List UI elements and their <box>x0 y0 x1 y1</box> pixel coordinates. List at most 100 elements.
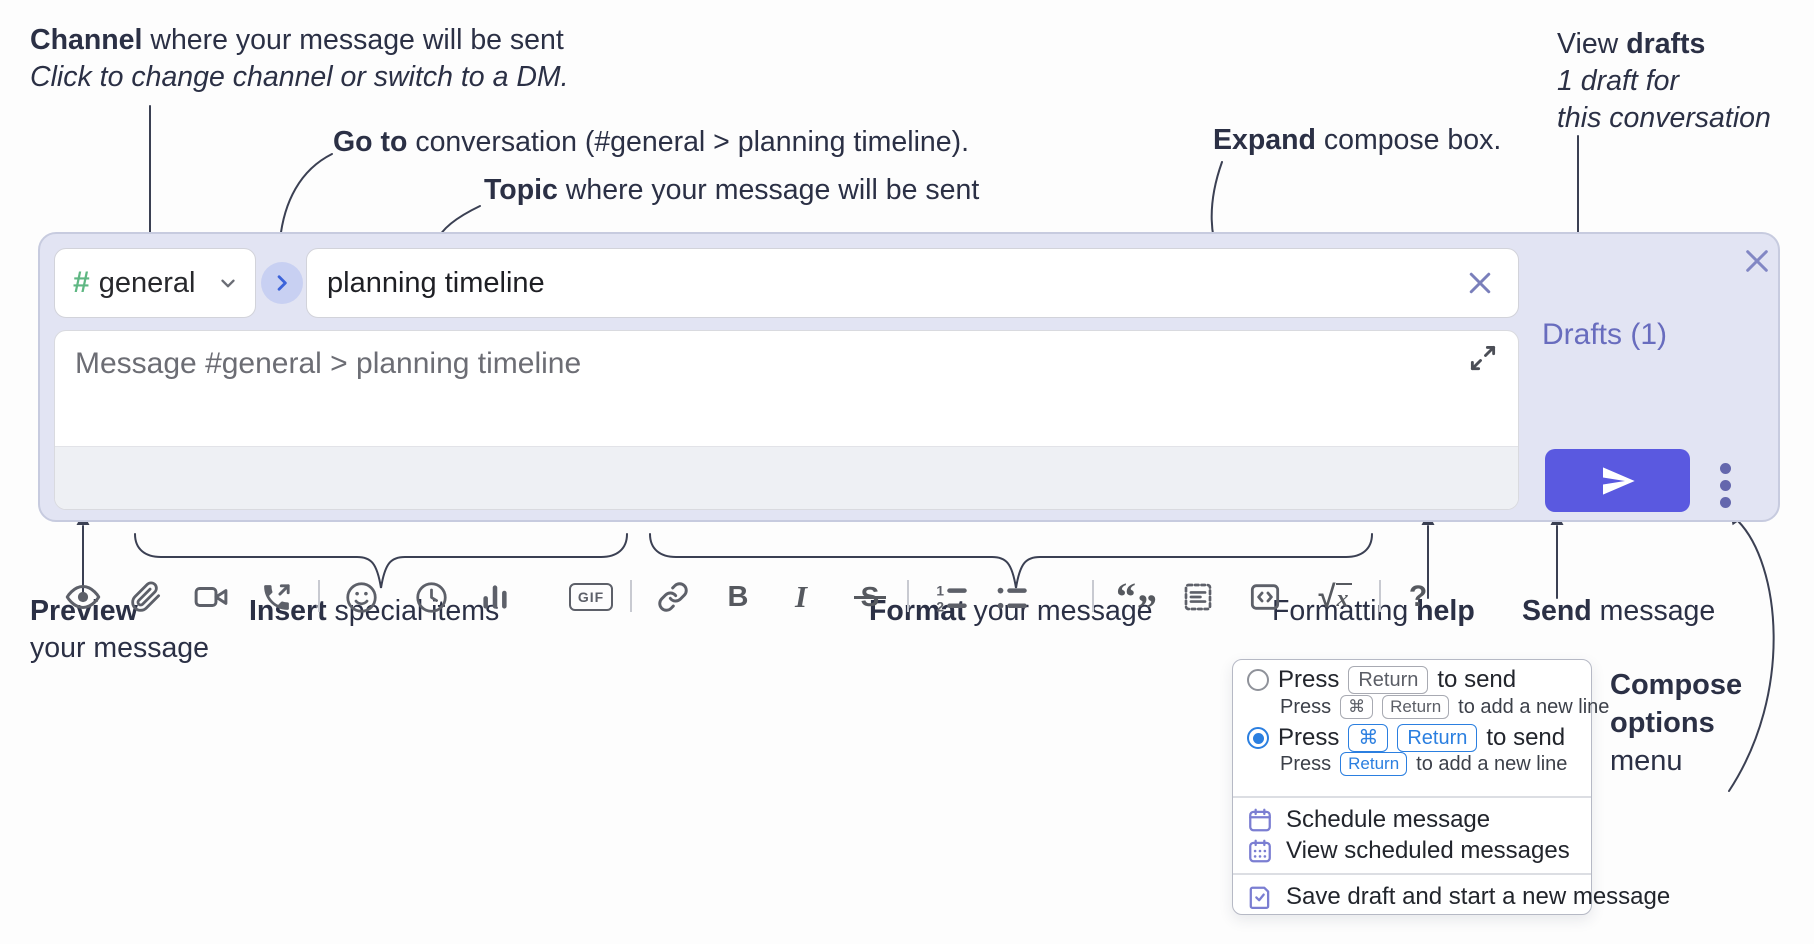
annotation-compose-options: Compose options menu <box>1610 669 1743 777</box>
channel-hash-icon: # <box>73 266 90 299</box>
chevron-down-icon <box>221 279 235 288</box>
audio-call-button[interactable] <box>256 577 296 617</box>
strikethrough-button[interactable]: S <box>850 577 890 617</box>
send-button[interactable] <box>1545 449 1690 512</box>
menu-item-schedule-message[interactable]: Schedule message <box>1247 806 1490 834</box>
formula-button[interactable]: √x <box>1311 577 1359 617</box>
send-plane-icon <box>1602 466 1635 495</box>
recent-items-button[interactable] <box>411 577 451 617</box>
return-key: Return <box>1340 752 1408 776</box>
return-key: Return <box>1348 666 1429 694</box>
preview-button[interactable] <box>63 577 103 617</box>
return-key: Return <box>1397 724 1478 752</box>
channel-name: general <box>98 266 196 299</box>
blockquote-button[interactable]: “” <box>1116 574 1157 631</box>
compose-box: # general planning timeline Message #gen… <box>38 232 1780 629</box>
code-block-button[interactable] <box>1178 577 1218 617</box>
option-return-sub: Press ⌘ Return to add a new line <box>1280 695 1610 719</box>
video-clip-button[interactable] <box>191 577 231 617</box>
annotation-channel: Channel where your message will be sent … <box>30 22 569 96</box>
italic-button[interactable]: I <box>781 577 821 617</box>
toolbar-divider <box>1092 580 1094 612</box>
message-editor: Message #general > planning timeline <box>54 330 1519 629</box>
blockquote-icon: “” <box>1116 574 1157 631</box>
italic-icon: I <box>794 579 808 614</box>
topic-input[interactable]: planning timeline <box>306 248 1519 318</box>
annotation-format: Format your message <box>869 595 1153 627</box>
drafts-link[interactable]: Drafts (1) <box>1542 318 1668 351</box>
save-draft-icon <box>1249 886 1270 909</box>
channel-selector-button[interactable]: # general <box>54 248 256 318</box>
option-cmd-return-sub: Press Return to add a new line <box>1280 752 1568 776</box>
bar-chart-icon <box>483 585 507 609</box>
option-cmd-return-to-send[interactable]: Press ⌘ Return to send <box>1247 724 1565 752</box>
strikethrough-icon: S <box>853 581 886 612</box>
attach-file-button[interactable] <box>126 577 166 617</box>
radio-unselected-icon[interactable] <box>1247 669 1269 691</box>
code-icon <box>1250 584 1280 610</box>
question-mark-icon: ? <box>1408 580 1428 613</box>
ordered-list-icon: 12 <box>936 583 967 614</box>
menu-item-view-scheduled-messages[interactable]: View scheduled messages <box>1247 837 1570 865</box>
close-compose-button[interactable] <box>1738 242 1776 280</box>
toolbar-divider <box>630 580 632 612</box>
annotation-channel-line2: Click to change channel or switch to a D… <box>30 61 569 93</box>
bold-icon: B <box>727 580 749 613</box>
bold-button[interactable]: B <box>718 577 758 617</box>
clock-icon <box>415 581 447 613</box>
kebab-dot <box>1719 496 1731 508</box>
link-icon <box>658 582 688 612</box>
eye-icon <box>65 585 101 609</box>
annotation-goto: Go to conversation (#general > planning … <box>333 126 970 158</box>
topic-value: planning timeline <box>327 266 545 299</box>
pointer-goto <box>279 153 333 241</box>
menu-divider <box>1233 796 1591 798</box>
radio-selected-icon[interactable] <box>1247 727 1269 749</box>
calendar-dots-icon <box>1249 839 1271 863</box>
expand-compose-button[interactable] <box>1466 341 1500 375</box>
compose-options-button[interactable] <box>1707 458 1743 512</box>
bulleted-list-icon <box>997 587 1027 609</box>
annotation-formatting-help: Formatting help <box>1272 595 1475 627</box>
option-return-to-send[interactable]: Press Return to send <box>1247 666 1516 694</box>
annotation-topic: Topic where your message will be sent <box>484 174 980 206</box>
gif-icon: GIF <box>568 583 614 611</box>
gif-button[interactable]: GIF <box>562 577 620 617</box>
annotation-channel-bold: Channel <box>30 24 143 56</box>
goto-conversation-button[interactable] <box>261 262 303 304</box>
kebab-dot <box>1719 479 1731 491</box>
close-icon <box>1746 250 1768 272</box>
emoji-smile-icon <box>345 581 377 613</box>
cmd-key: ⌘ <box>1340 695 1374 719</box>
toolbar-divider <box>1379 580 1381 612</box>
annotation-view-drafts: View drafts 1 draft for this conversatio… <box>1557 28 1771 134</box>
cmd-key: ⌘ <box>1348 724 1389 752</box>
video-camera-icon <box>194 587 228 607</box>
compose-options-menu: Press Return to send Press ⌘ Return to a… <box>1232 659 1670 915</box>
message-input[interactable]: Message #general > planning timeline <box>75 347 582 380</box>
link-button[interactable] <box>653 577 693 617</box>
svg-text:1: 1 <box>936 583 944 598</box>
menu-item-save-draft[interactable]: Save draft and start a new message <box>1247 883 1670 911</box>
bulleted-list-button[interactable] <box>991 577 1031 617</box>
close-icon <box>1469 272 1491 294</box>
svg-text:2: 2 <box>936 599 944 614</box>
emoji-button[interactable] <box>341 577 381 617</box>
toolbar-divider <box>318 580 320 612</box>
return-key: Return <box>1382 695 1450 719</box>
annotation-send: Send message <box>1522 595 1716 627</box>
chevron-right-icon <box>277 275 287 291</box>
kebab-dot <box>1719 462 1731 474</box>
poll-button[interactable] <box>475 577 515 617</box>
phone-call-icon <box>263 583 290 610</box>
formatting-help-button[interactable]: ? <box>1398 577 1438 617</box>
code-button[interactable] <box>1245 577 1285 617</box>
expand-icon <box>1470 345 1496 371</box>
calendar-icon <box>1249 808 1271 832</box>
paperclip-icon <box>131 581 160 612</box>
code-block-icon <box>1184 583 1212 611</box>
clear-topic-button[interactable] <box>1462 265 1498 301</box>
